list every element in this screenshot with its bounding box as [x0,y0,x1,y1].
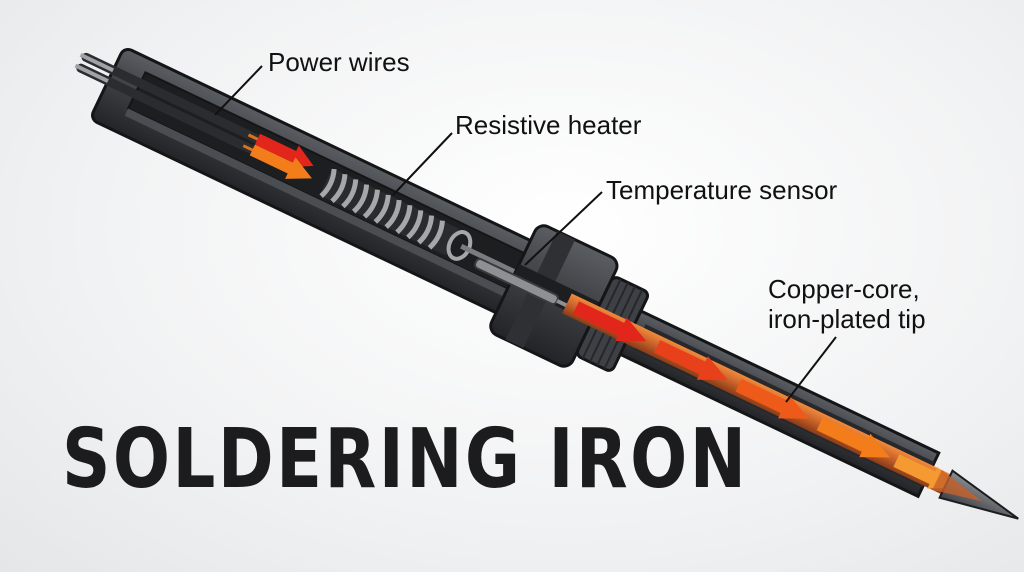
iron-plated-tip [932,469,1019,520]
leader-lines [214,65,837,403]
resistive-heater-label: Resistive heater [455,110,642,140]
heat-flow-arrows-core [572,301,954,489]
tip-label-line-1: Copper-core, [768,274,920,304]
tip-label: Copper-core, iron-plated tip [768,274,926,334]
page-title: SOLDERING IRON [62,412,749,507]
heat-flow-arrows-handle [249,133,314,179]
power-wires-label: Power wires [268,47,410,77]
temperature-sensor-label: Temperature sensor [606,175,838,205]
tip-label-line-2: iron-plated tip [768,304,926,334]
resistive-heater-coil [319,168,535,283]
